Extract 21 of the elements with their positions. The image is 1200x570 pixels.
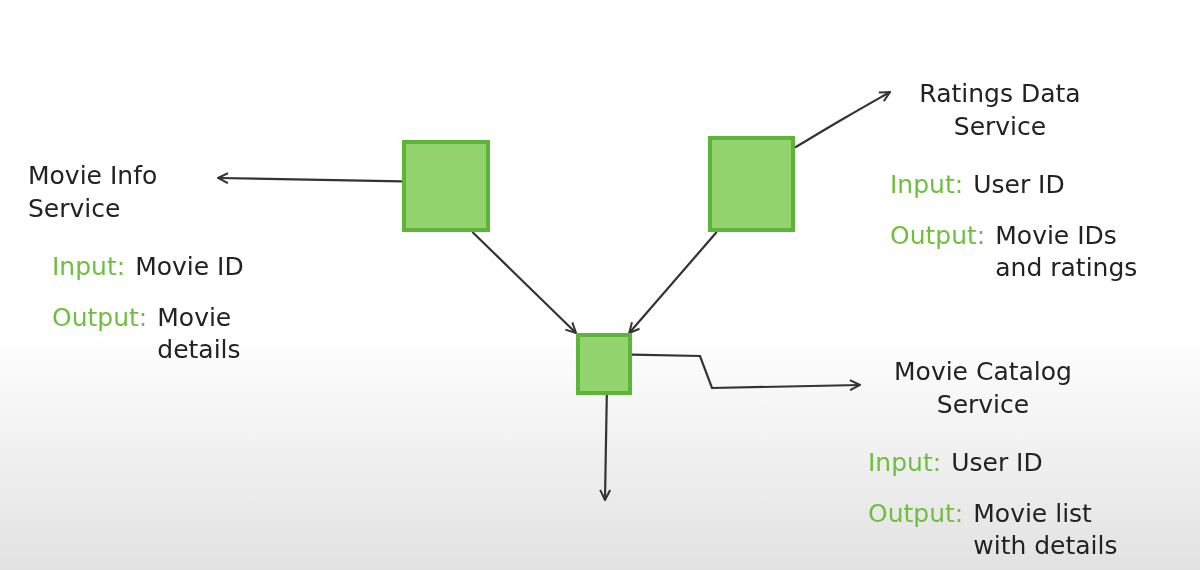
- field-value: Movie list with details: [973, 497, 1119, 562]
- arrow: [794, 91, 891, 149]
- field-label: Input:: [868, 447, 942, 479]
- field-label: Input:: [52, 251, 126, 283]
- service-name: Movie Catalog Service: [893, 356, 1073, 421]
- arrow: [471, 231, 577, 334]
- arrow: [599, 395, 612, 501]
- field-value: User ID: [951, 447, 1043, 479]
- field-value: Movie ID: [135, 251, 244, 283]
- arrow: [217, 172, 402, 185]
- field-label: Output:: [868, 497, 964, 530]
- arrow: [631, 353, 861, 392]
- field-label: Input:: [890, 169, 964, 201]
- field-label: Output:: [52, 301, 148, 334]
- field-value: Movie details: [157, 301, 242, 366]
- service-name: Movie Info Service: [28, 160, 159, 225]
- field-label: Output:: [890, 219, 986, 252]
- field-value: User ID: [973, 169, 1065, 201]
- arrow: [628, 231, 718, 334]
- field-value: Movie IDs and ratings: [995, 219, 1139, 284]
- service-name: Ratings Data Service: [918, 78, 1082, 143]
